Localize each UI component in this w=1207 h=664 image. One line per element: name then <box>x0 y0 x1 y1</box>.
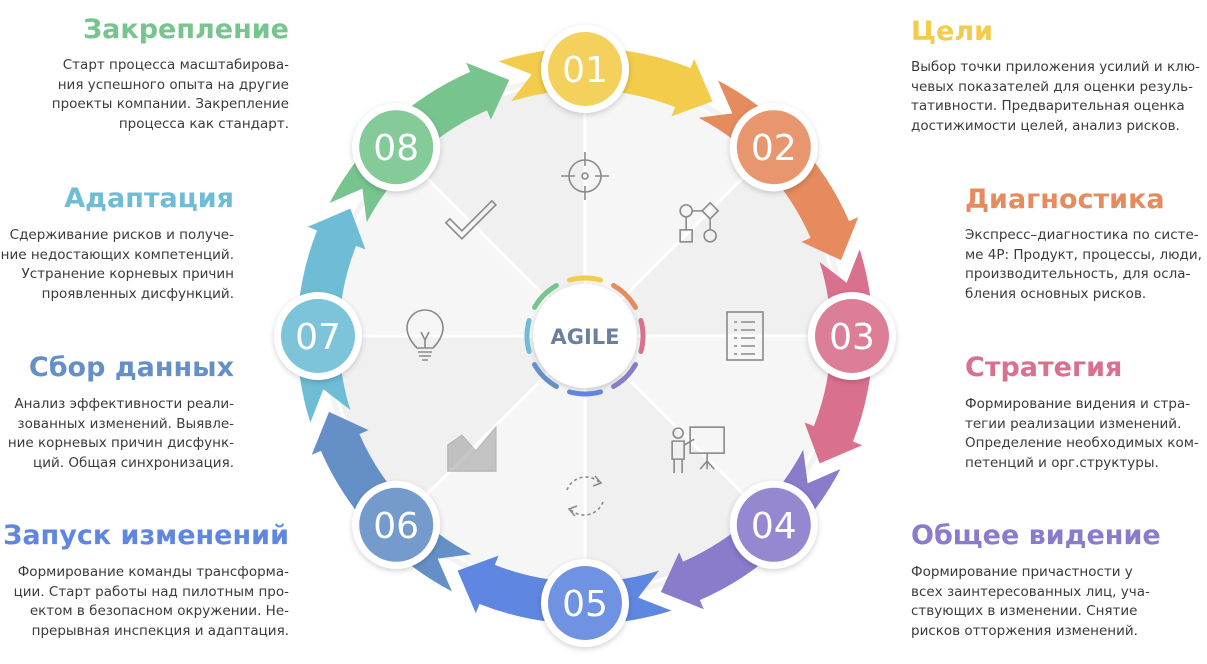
cycle-icon <box>566 475 604 517</box>
checklist-icon <box>726 311 764 361</box>
center-hub: AGILE <box>524 275 646 397</box>
presentation-icon <box>671 426 725 474</box>
step-title: Адаптация <box>64 183 234 214</box>
step-description: Формирование причастности у всех заинтер… <box>911 564 1150 639</box>
step-badge-05: 05 <box>541 559 629 647</box>
checkmark-icon <box>444 199 497 240</box>
area-chart-icon <box>447 425 497 472</box>
step-badge-06: 06 <box>352 480 441 569</box>
step-badges: 01 02 03 04 05 06 07 08 <box>274 25 896 647</box>
step-number: 08 <box>373 128 419 169</box>
target-icon <box>561 152 609 200</box>
center-label: AGILE <box>550 325 619 349</box>
step-number: 06 <box>373 506 419 547</box>
step-description: Экспресс–диагностика по систе- ме 4P: Пр… <box>965 227 1202 302</box>
step-number: 04 <box>751 506 797 547</box>
step-description: Сдерживание рисков и получе- ние недоста… <box>0 227 234 302</box>
step-title: Диагностика <box>965 184 1165 215</box>
step-badge-03: 03 <box>808 292 896 380</box>
step-number: 05 <box>562 584 608 625</box>
step-number: 07 <box>295 317 341 358</box>
step-description: Анализ эффективности реали- зованных изм… <box>7 396 234 471</box>
step-badge-07: 07 <box>274 292 362 380</box>
step-description: Выбор точки приложения усилий и клю- чев… <box>911 59 1200 134</box>
step-title: Общее видение <box>911 520 1161 551</box>
step-number: 03 <box>829 317 875 358</box>
step-description: Формирование команды трансформа- ции. Ст… <box>13 564 289 639</box>
step-badge-02: 02 <box>729 103 818 192</box>
step-number: 02 <box>751 128 797 169</box>
step-description: Старт процесса масштабирова- ния успешно… <box>51 57 289 132</box>
step-title: Сбор данных <box>28 352 234 383</box>
flowchart-icon <box>679 201 720 243</box>
sector-icons <box>406 152 764 517</box>
step-title: Закрепление <box>83 14 289 45</box>
step-badge-08: 08 <box>352 103 441 192</box>
step-title: Запуск изменений <box>3 520 289 551</box>
step-title: Стратегия <box>965 352 1123 383</box>
lightbulb-icon <box>406 309 444 361</box>
step-description: Формирование видения и стра- тегии реали… <box>965 396 1199 471</box>
step-badge-01: 01 <box>541 25 629 113</box>
step-number: 01 <box>562 50 608 91</box>
step-title: Цели <box>911 16 994 47</box>
step-badge-04: 04 <box>729 480 818 569</box>
